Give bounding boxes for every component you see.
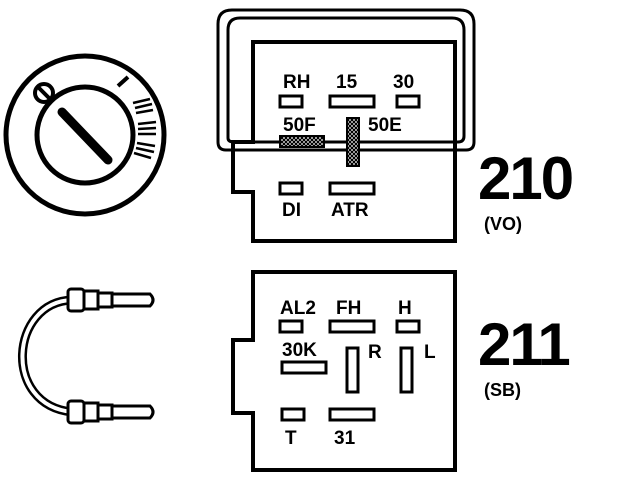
pin-l — [399, 346, 414, 394]
pin-al2 — [278, 319, 304, 334]
pin-fh — [328, 319, 376, 334]
pin-50f — [279, 135, 325, 148]
relay-210-socket: RH 15 30 50F 50E DI ATR — [216, 8, 476, 243]
jumper-connector-top — [66, 287, 155, 313]
label-30: 30 — [393, 72, 414, 93]
pin-h — [395, 319, 421, 334]
label-15: 15 — [336, 72, 358, 93]
pin-50e — [346, 117, 360, 167]
ignition-switch-icon — [3, 53, 167, 217]
pin-rh — [278, 94, 304, 109]
jumper-wire-icon — [18, 287, 155, 425]
label-r: R — [368, 342, 382, 363]
label-l: L — [424, 342, 436, 363]
pin-t — [280, 407, 306, 422]
label-50f: 50F — [283, 115, 316, 136]
pin-30k — [280, 360, 328, 375]
label-fh: FH — [336, 298, 361, 319]
label-di: DI — [282, 200, 301, 221]
pin-di — [278, 181, 304, 196]
relay-210-number: 210 — [478, 145, 572, 212]
label-t: T — [285, 428, 297, 449]
relay-211-code: (SB) — [484, 380, 521, 400]
label-al2: AL2 — [280, 298, 316, 319]
label-30k: 30K — [282, 340, 317, 361]
label-atr: ATR — [331, 200, 369, 221]
relay-211-socket: AL2 FH H 30K R L T 31 — [231, 270, 457, 472]
pin-15 — [328, 94, 376, 109]
label-rh: RH — [283, 72, 310, 93]
relay-211-number: 211 — [478, 311, 569, 378]
relay-210-code: (VO) — [484, 214, 522, 234]
pin-r — [345, 346, 360, 394]
label-h: H — [398, 298, 412, 319]
pin-atr — [328, 181, 376, 196]
pin-31 — [328, 407, 376, 422]
jumper-connector-bottom — [66, 399, 155, 425]
label-31: 31 — [334, 428, 356, 449]
pin-30 — [395, 94, 421, 109]
label-50e: 50E — [368, 115, 402, 136]
